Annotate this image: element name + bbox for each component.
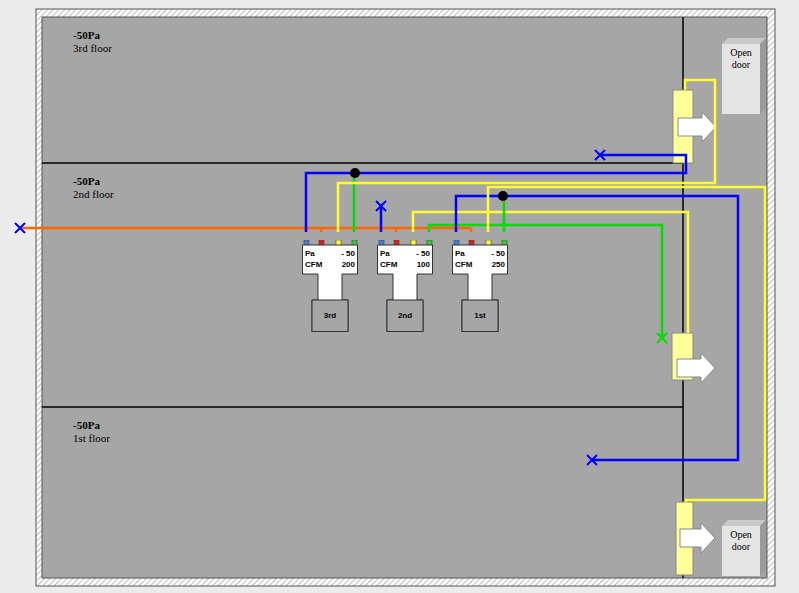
gauge-readout: Pa [455, 249, 465, 259]
pressure-label: -50Pa [73, 419, 100, 432]
gauge-readout: CFM [380, 260, 397, 270]
junction-dot [350, 168, 508, 201]
door-label: Open door [724, 529, 758, 553]
gauge-readout: - 50 [416, 249, 430, 259]
gauge-readout: 200 [342, 260, 355, 270]
gauge-name: 1st [462, 311, 498, 321]
fan [672, 90, 716, 575]
floor-name: 2nd floor [73, 188, 114, 201]
gauge-readout: - 50 [341, 249, 355, 259]
gauge-name: 2nd [387, 311, 423, 321]
gauge-readout: Pa [305, 249, 315, 259]
pressure-label: -50Pa [73, 29, 100, 42]
gauge-readout: CFM [455, 260, 472, 270]
pressure-gauge: Pa - 50 CFM 100 2nd [377, 240, 433, 332]
floor-lines [42, 17, 683, 578]
pressure-gauge: Pa - 50 CFM 250 1st [452, 240, 508, 332]
wall-hatch [36, 9, 775, 586]
gauge-readout: 250 [492, 260, 505, 270]
open-door: Open door [722, 38, 766, 114]
floor-name: 1st floor [73, 432, 110, 445]
floor-name: 3rd floor [73, 42, 112, 55]
gauge-readout: CFM [305, 260, 322, 270]
gauge-readout: Pa [380, 249, 390, 259]
hoses [20, 80, 765, 502]
gauge-readout: 100 [417, 260, 430, 270]
gauge-readout: - 50 [491, 249, 505, 259]
open-end-cross [15, 150, 667, 465]
floor-band: Open door -50Pa3rd floor [42, 17, 767, 163]
floor-band: Pa - 50 CFM 200 3rd Pa - 50 CFM 100 2nd Pa - 50 CFM 2… [42, 163, 767, 407]
interior [42, 17, 767, 578]
door-label: Open door [724, 47, 758, 71]
open-door: Open door [722, 520, 766, 576]
pressure-label: -50Pa [73, 175, 100, 188]
gauge-name: 3rd [312, 311, 348, 321]
floor-band: Open door -50Pa1st floor [42, 407, 767, 578]
pressure-gauge: Pa - 50 CFM 200 3rd [302, 240, 358, 332]
